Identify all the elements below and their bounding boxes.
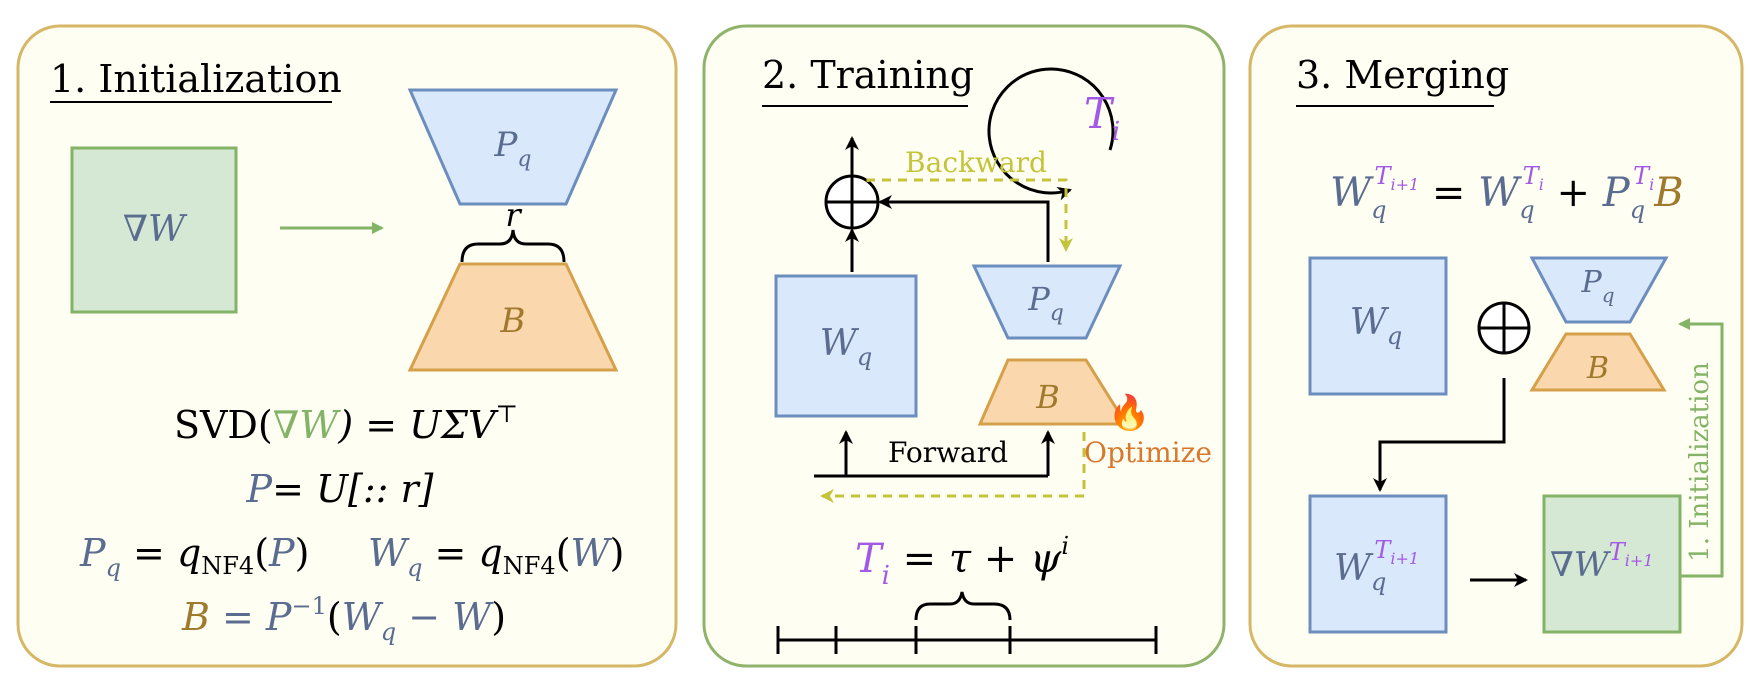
gradient-box xyxy=(70,146,238,314)
rank-label: r xyxy=(505,196,522,234)
wq-equation: Wq = qNF4(W) xyxy=(368,531,624,582)
reinit-loop-arrow xyxy=(1678,318,1724,578)
training-wq-label: Wq xyxy=(820,323,872,371)
merge-b-trapezoid xyxy=(1529,332,1667,392)
training-plus-node xyxy=(824,174,880,230)
schedule-brace xyxy=(914,591,1012,621)
panel-merging: 3. Merging WqTi+1 = WqTi + PqTiB Wq Pq B xyxy=(1248,24,1744,668)
merge-plus-node xyxy=(1477,301,1531,355)
pq-label: Pq xyxy=(494,125,532,172)
merge-b-label: B xyxy=(1586,351,1609,386)
panel-initialization: 1. Initialization ∇W Pq r B SVD(∇W) = UΣ… xyxy=(16,24,678,668)
merge-pq-label: Pq xyxy=(1581,265,1615,307)
panel-initialization-title: 1. Initialization xyxy=(50,57,342,101)
merge-wq-box xyxy=(1308,256,1448,396)
training-b-label: B xyxy=(1035,378,1060,416)
reinit-label: 1. Initialization xyxy=(1685,362,1715,562)
forward-label: Forward xyxy=(888,436,1008,469)
optimize-label: Optimize xyxy=(1084,436,1212,469)
gradient-box-label: ∇W xyxy=(123,209,188,250)
b-equation: B = P−1(Wq − W) xyxy=(181,592,506,646)
backward-label: Backward xyxy=(905,146,1047,179)
schedule-equation: Ti = τ + ψi xyxy=(855,532,1069,591)
backward-path xyxy=(866,178,1073,252)
training-wq-box xyxy=(774,274,918,418)
p-equation: P= U[:: r] xyxy=(245,467,433,511)
panel-training-title: 2. Training xyxy=(762,53,974,97)
new-wq-label: WqTi+1 xyxy=(1334,536,1419,596)
training-b-trapezoid xyxy=(977,358,1129,426)
optimize-path xyxy=(820,432,1086,503)
rank-brace xyxy=(460,229,566,263)
merge-equation: WqTi+1 = WqTi + PqTiB xyxy=(1330,162,1684,224)
new-wq-box xyxy=(1308,494,1448,634)
new-gradient-label: ∇WTi+1 xyxy=(1550,538,1653,585)
panel-training: 2. Training Ti Backward Wq Pq B xyxy=(702,24,1226,668)
iteration-label: Ti xyxy=(1084,89,1120,147)
pq-equation: Pq = qNF4(P) xyxy=(79,531,309,582)
schedule-timeline xyxy=(776,626,1158,654)
training-pq-trapezoid xyxy=(971,264,1123,340)
new-gradient-box xyxy=(1542,494,1682,634)
b-trapezoid xyxy=(407,262,619,372)
flame-icon: 🔥 xyxy=(1108,393,1150,433)
panel-merging-title: 3. Merging xyxy=(1296,53,1509,97)
svd-equation: SVD(∇W) = UΣV⊤ xyxy=(174,400,518,447)
adapter-to-plus-arrow xyxy=(878,195,1050,262)
merge-pq-trapezoid xyxy=(1529,256,1669,324)
merge-wq-label: Wq xyxy=(1350,302,1402,350)
training-pq-label: Pq xyxy=(1027,280,1064,326)
b-label: B xyxy=(500,301,526,341)
iteration-cycle-arrow xyxy=(987,67,1115,201)
pq-trapezoid xyxy=(407,88,619,206)
merge-to-new-wq-arrow xyxy=(1373,378,1506,492)
